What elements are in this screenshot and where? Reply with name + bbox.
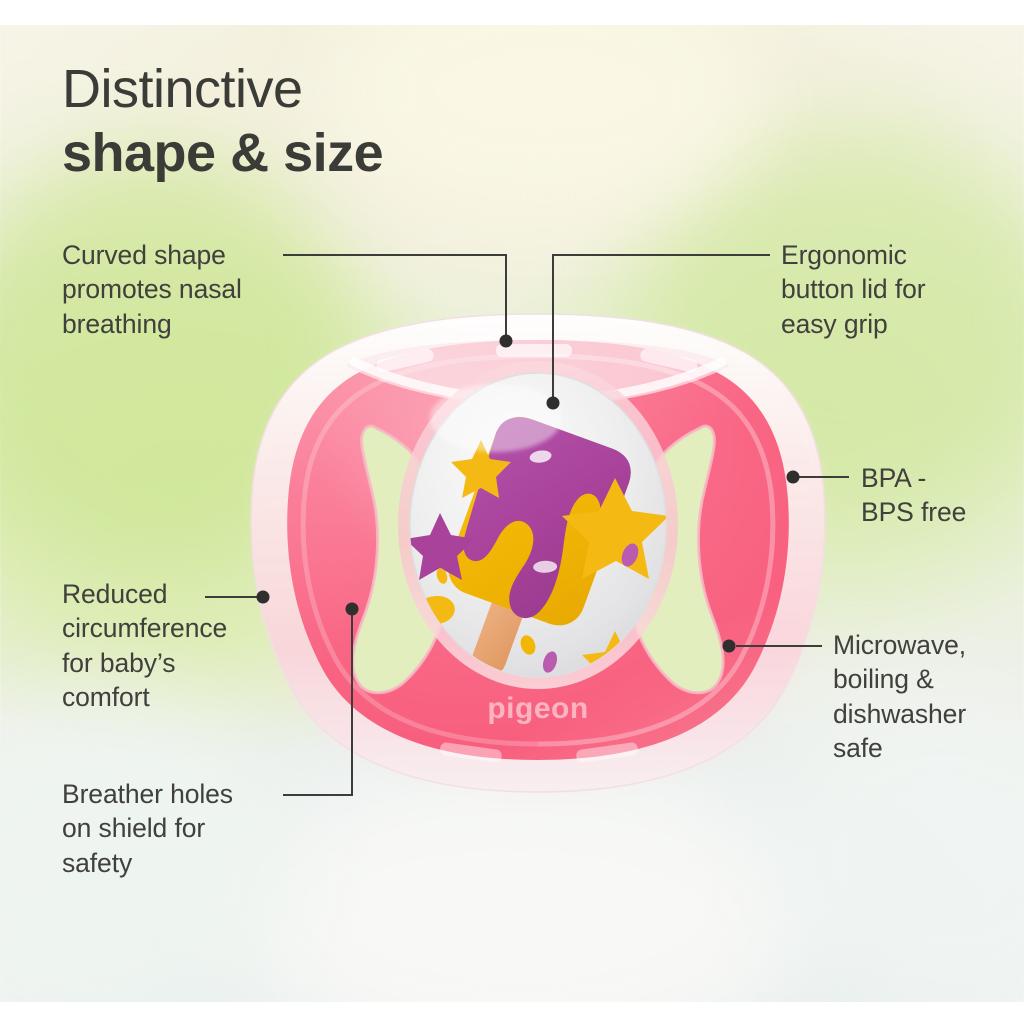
- page-title-line-2: shape & size: [62, 123, 384, 183]
- leader-dot-breather-holes: [345, 602, 359, 616]
- brand-logo-text: pigeon: [487, 692, 588, 725]
- callout-breather-holes: Breather holes on shield for safety: [62, 777, 233, 880]
- callout-breather-holes-line-3: safety: [62, 847, 133, 878]
- droplet-purple-bottom: [542, 651, 558, 673]
- leader-dot-curved-shape: [499, 334, 513, 348]
- callout-bpa-free-line-2: BPS free: [861, 497, 967, 528]
- leader-ergonomic-lid: [552, 254, 770, 400]
- callout-curved-shape-line-3: breathing: [62, 308, 172, 339]
- callout-microwave-safe-line-2: boiling &: [833, 664, 934, 695]
- callout-microwave-safe-line-4: safe: [833, 733, 883, 764]
- pacifier-product-image: pigeon: [228, 300, 848, 810]
- callout-microwave-safe: Microwave, boiling & dishwasher safe: [833, 628, 966, 766]
- callout-ergonomic-lid-line-1: Ergonomic: [781, 240, 907, 270]
- leader-dot-ergonomic-lid: [546, 396, 560, 410]
- callout-reduced-circumference: Reduced circumference for baby’s comfort: [62, 577, 227, 715]
- star-purple-left: [410, 513, 475, 580]
- star-yellow-top: [451, 440, 511, 498]
- callout-curved-shape-line-1: Curved shape: [62, 240, 226, 270]
- leader-dot-reduced-circumference: [256, 590, 270, 604]
- droplet-yellow-bottom: [520, 635, 536, 655]
- droplet-yellow-small: [436, 568, 448, 584]
- callout-bpa-free: BPA - BPS free: [861, 461, 966, 530]
- button-lid: [398, 361, 678, 689]
- leader-dot-microwave: [722, 639, 736, 653]
- callout-reduced-circumference-line-3: for baby’s: [62, 647, 176, 678]
- popsicle-stick: [472, 594, 524, 676]
- background-blob-top: [330, 0, 760, 220]
- star-yellow-right: [562, 478, 666, 579]
- droplet-purple-right: [621, 543, 639, 567]
- callout-reduced-circumference-line-2: circumference: [62, 613, 228, 644]
- background-blob-bottom-left: [0, 700, 300, 1024]
- callout-microwave-safe-line-3: dishwasher: [833, 698, 967, 729]
- top-white-band: [0, 0, 1024, 25]
- callout-curved-shape: Curved shape promotes nasal breathing: [62, 238, 242, 341]
- background-blob-bottom: [220, 760, 820, 1024]
- callout-bpa-free-line-1: BPA -: [861, 463, 927, 493]
- leader-breather-holes: [283, 615, 353, 796]
- leader-dot-bpa: [786, 470, 800, 484]
- callout-ergonomic-lid-line-3: easy grip: [781, 308, 888, 339]
- bottom-white-band: [0, 1002, 1024, 1024]
- callout-reduced-circumference-line-1: Reduced: [62, 579, 168, 609]
- callout-ergonomic-lid: Ergonomic button lid for easy grip: [781, 238, 926, 341]
- callout-breather-holes-line-1: Breather holes: [62, 779, 233, 809]
- leader-curved-shape: [283, 254, 507, 338]
- callout-breather-holes-line-2: on shield for: [62, 813, 206, 844]
- page-title-line-1: Distinctive: [62, 59, 303, 119]
- callout-curved-shape-line-2: promotes nasal: [62, 274, 242, 305]
- page-title: Distinctive shape & size: [62, 59, 384, 183]
- callout-microwave-safe-line-1: Microwave,: [833, 630, 967, 660]
- callout-reduced-circumference-line-4: comfort: [62, 682, 150, 713]
- callout-ergonomic-lid-line-2: button lid for: [781, 274, 926, 305]
